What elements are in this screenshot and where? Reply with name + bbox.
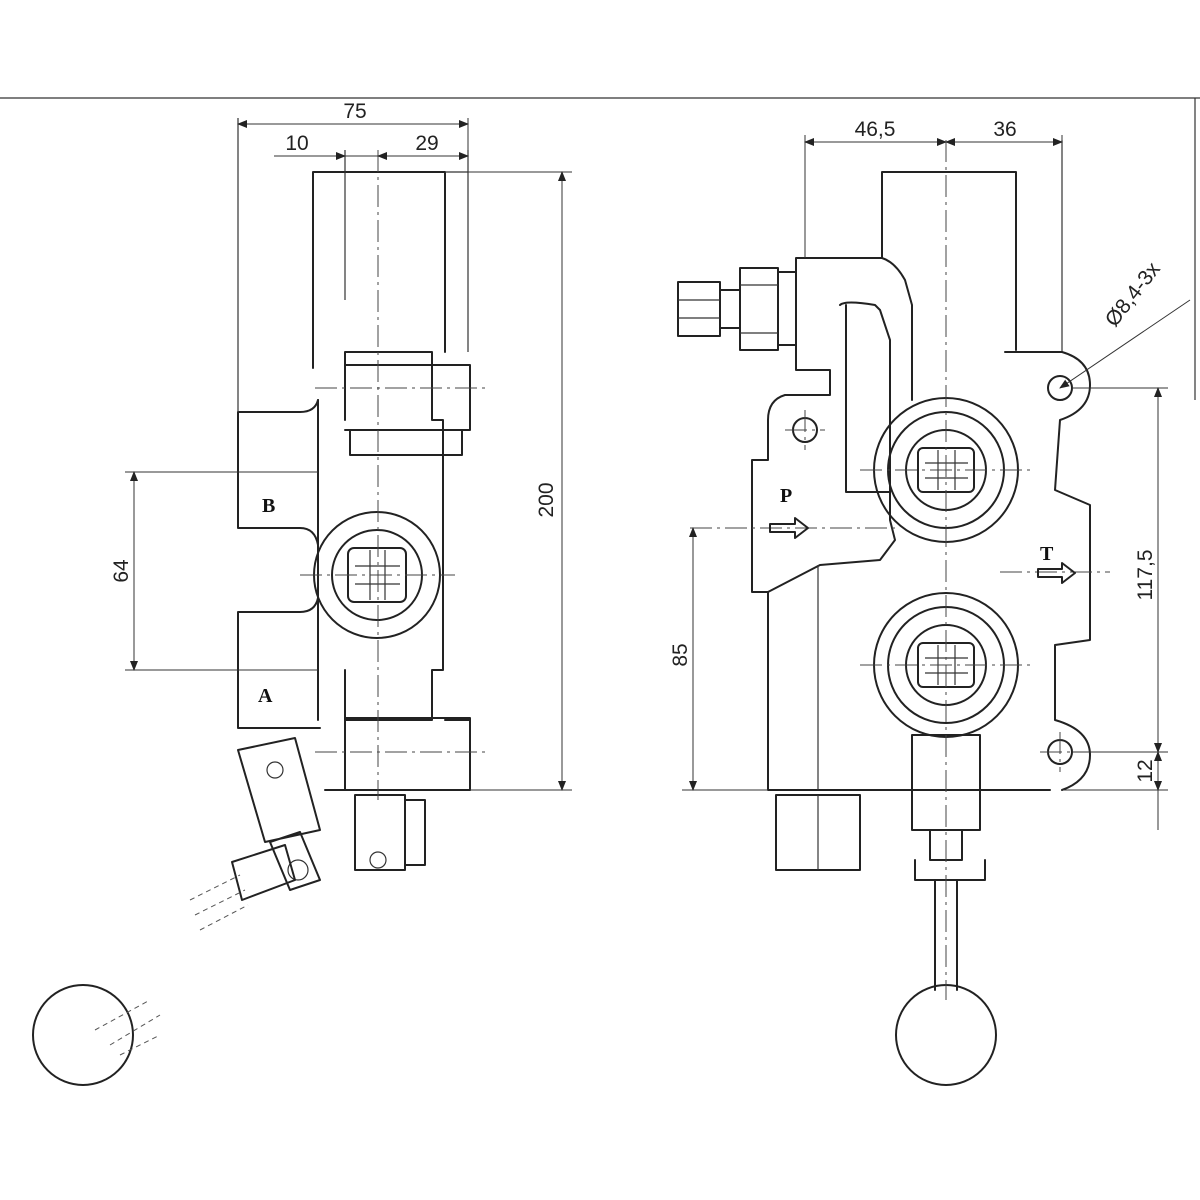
dim-200: 200 [535,482,558,517]
dim-117-5: 117,5 [1134,550,1157,601]
left-spool-cap [312,171,446,369]
right-spool-cap [881,171,1017,351]
t-flow-arrow [1037,562,1076,584]
dim-75: 75 [343,100,366,123]
p-flow-arrow [769,517,809,539]
inlet-fitting [677,267,797,351]
right-valve-body [751,257,1091,791]
port-b-block [237,399,319,546]
mount-hole-leader [1059,299,1191,389]
dim-10: 10 [285,132,308,155]
dim-12: 12 [1134,759,1157,782]
dim-36: 36 [993,118,1016,141]
port-a-block [237,597,321,729]
right-view: 46,5 36 Ø8,4-3x 117,5 12 85 P T [669,118,1191,1086]
left-lever-bracket [354,794,426,871]
left-valve-body [317,351,471,791]
port-b-label: B [262,495,275,517]
dim-85: 85 [669,643,692,666]
dim-64: 64 [110,559,133,583]
right-lever-rod [934,879,958,991]
port-p-label: P [780,485,792,507]
dim-46-5: 46,5 [855,118,896,141]
left-upper-boss [344,364,471,456]
dim-mount-hole: Ø8,4-3x [1101,258,1165,331]
outlet-hex-fitting [775,794,861,871]
port-t-label: T [1040,543,1054,565]
dim-29: 29 [415,132,438,155]
left-lever-arm [237,737,321,891]
left-lever-knob [32,984,134,1086]
port-a-label: A [258,685,273,707]
left-lower-boss [344,717,471,791]
left-view: 75 10 29 200 64 B A [32,100,572,1086]
